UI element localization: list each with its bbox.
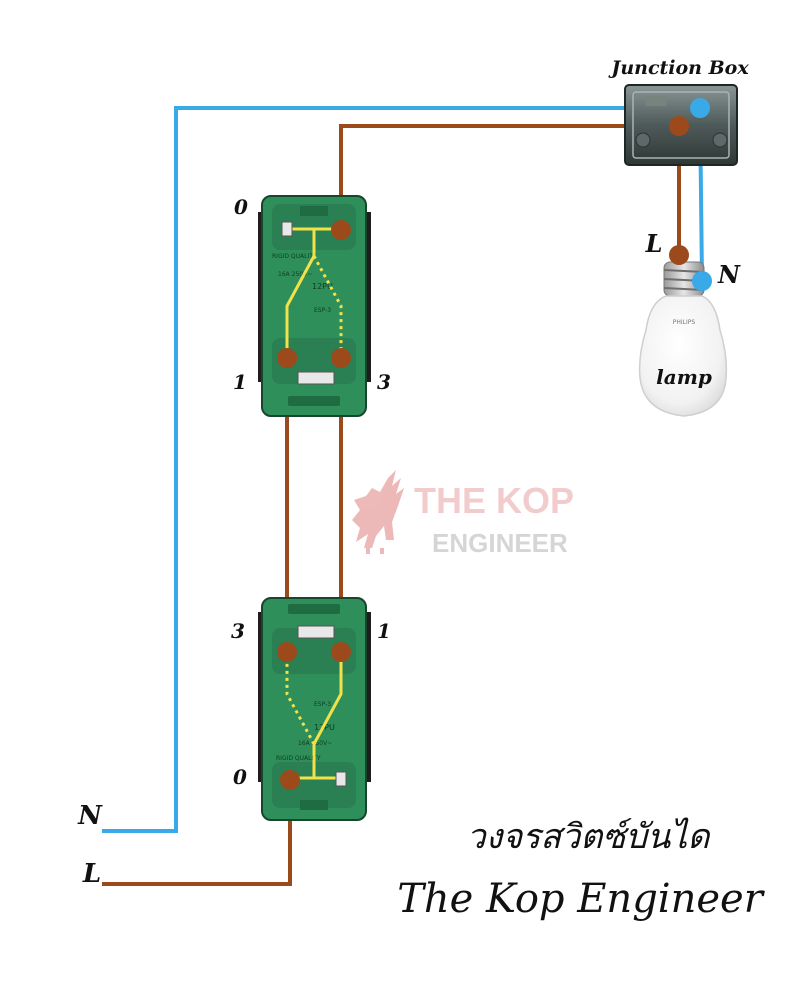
switch-top-brand: RIGID QUALITY	[272, 253, 317, 260]
switch-bottom-code: ESP-3	[314, 701, 331, 708]
supply-line-label: L	[82, 859, 101, 889]
junction-neutral-terminal	[690, 98, 710, 118]
switch-top-t1-label: 1	[233, 370, 247, 394]
switch-bottom-t1-label: 1	[377, 619, 391, 643]
switch-top-rating: 16A 250V~	[278, 271, 312, 278]
lamp-neutral-label: N	[717, 260, 741, 289]
lamp: PHILIPS L N lamp	[638, 229, 741, 417]
liver-bird-icon	[352, 470, 404, 554]
watermark-line2: ENGINEER	[432, 528, 568, 558]
lamp-line-label: L	[645, 229, 663, 258]
supply-neutral-label: N	[77, 801, 103, 831]
switch-bottom-common-label: 0	[233, 765, 247, 789]
switch-top-common-terminal	[331, 220, 351, 240]
junction-box-label: Junction Box	[608, 57, 749, 79]
bulb-brand: PHILIPS	[673, 319, 696, 326]
lamp-neutral-terminal	[692, 271, 712, 291]
switch-bottom-t3-label: 3	[231, 619, 245, 643]
switch-bottom-t3-terminal	[277, 642, 297, 662]
switch-top: RIGID QUALITY 16A 250V~ 12PU ESP-3 0 1 3	[233, 195, 391, 417]
switch-top-common-label: 0	[234, 195, 248, 219]
lamp-line-terminal	[669, 245, 689, 265]
light-bulb-icon	[638, 261, 728, 417]
watermark-line1: THE KOP	[414, 480, 574, 521]
switch-top-t3-terminal	[331, 348, 351, 368]
junction-line-terminal	[669, 116, 689, 136]
switch-top-model: 12PU	[312, 282, 333, 291]
caption-brand: The Kop Engineer	[397, 876, 766, 922]
switch-bottom-brand: RIGID QUALITY	[276, 755, 321, 762]
switch-bottom-t1-terminal	[331, 642, 351, 662]
junction-box: Junction Box	[608, 57, 749, 166]
lamp-label: lamp	[656, 365, 712, 389]
two-way-switch-icon	[258, 597, 371, 821]
neutral-supply-wire	[102, 106, 700, 833]
watermark: THE KOP ENGINEER	[352, 470, 574, 558]
switch-top-t1-terminal	[277, 348, 297, 368]
switch-bottom: ESP-3 12PU 16A 250V~ RIGID QUALITY 3 1 0	[231, 597, 391, 821]
wires	[102, 106, 704, 886]
switch-top-t3-label: 3	[377, 370, 391, 394]
switch-top-code: ESP-3	[314, 307, 331, 314]
caption-thai: วงจรสวิตซ์บันได	[467, 817, 712, 857]
switch-bottom-common-terminal	[280, 770, 300, 790]
